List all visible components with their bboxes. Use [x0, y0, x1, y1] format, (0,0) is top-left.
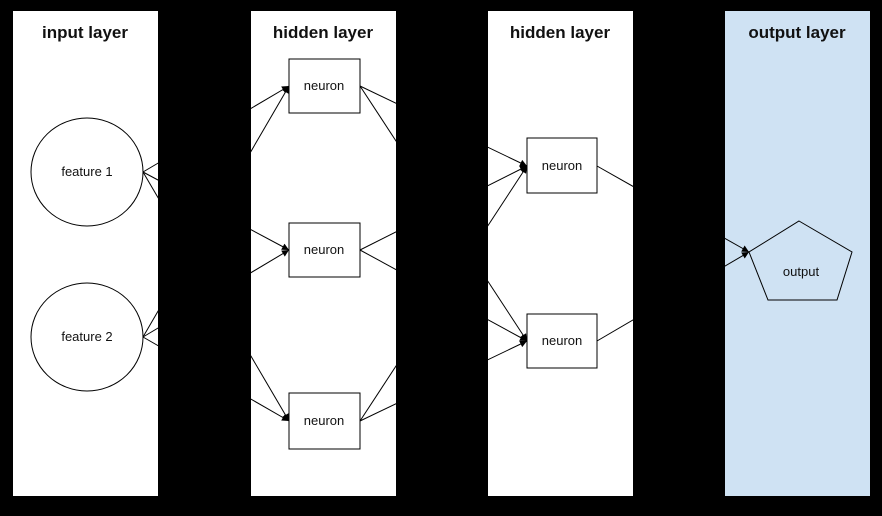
title-hidden-layer-2: hidden layer	[510, 23, 611, 42]
node-label-feature-2: feature 2	[61, 329, 112, 344]
title-hidden-layer-1: hidden layer	[273, 23, 374, 42]
node-hidden2-neuron-2	[526, 313, 598, 369]
node-label-hidden2-neuron-2: neuron	[542, 333, 582, 348]
node-label-hidden2-neuron-1: neuron	[542, 158, 582, 173]
node-feature-2	[30, 282, 144, 392]
node-hidden1-neuron-2	[288, 222, 361, 278]
panel-hidden-layer-2	[488, 11, 633, 496]
node-hidden1-neuron-1	[288, 58, 361, 114]
node-label-output: output	[783, 264, 820, 279]
node-label-hidden1-neuron-2: neuron	[304, 242, 344, 257]
node-label-hidden1-neuron-3: neuron	[304, 413, 344, 428]
node-hidden2-neuron-1	[526, 137, 598, 194]
title-input-layer: input layer	[42, 23, 128, 42]
node-hidden1-neuron-3	[288, 392, 361, 450]
node-feature-1	[30, 117, 144, 227]
title-output-layer: output layer	[748, 23, 846, 42]
node-label-hidden1-neuron-1: neuron	[304, 78, 344, 93]
node-label-feature-1: feature 1	[61, 164, 112, 179]
panel-input-layer	[13, 11, 158, 496]
node-output-pentagon	[748, 220, 853, 301]
